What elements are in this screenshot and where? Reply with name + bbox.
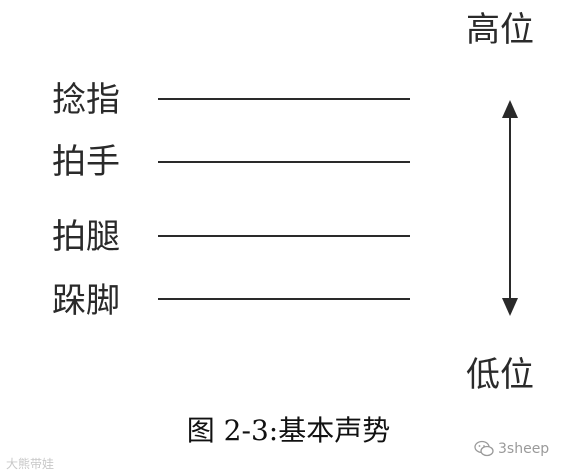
figure-caption: 图 2-3:基本声势 <box>0 414 577 448</box>
watermark-right: 3sheep <box>498 441 550 457</box>
figure-caption-text: 图 2-3:基本声势 <box>186 414 391 447</box>
gesture-label-pat: 拍腿 <box>52 217 120 257</box>
double-arrow-icon <box>502 100 518 316</box>
gesture-label-snap: 捻指 <box>52 80 120 120</box>
gesture-label-stamp: 跺脚 <box>52 281 120 321</box>
gesture-line-snap <box>158 98 410 100</box>
gesture-line-stamp <box>158 298 410 300</box>
level-low-label: 低位 <box>466 355 534 395</box>
level-high-label: 高位 <box>466 10 534 50</box>
gesture-line-clap <box>158 161 410 163</box>
wechat-icon <box>474 440 494 457</box>
gesture-line-pat <box>158 235 410 237</box>
gesture-label-clap: 拍手 <box>52 142 120 182</box>
watermark-left: 大熊带娃 <box>6 457 55 471</box>
